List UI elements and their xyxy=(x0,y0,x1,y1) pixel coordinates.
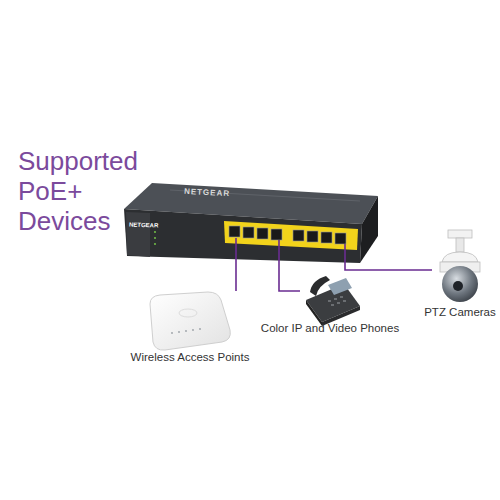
ptz-camera-icon xyxy=(440,230,480,302)
port-lead xyxy=(236,238,345,262)
device-label: Wireless Access Points xyxy=(105,351,275,363)
access-point-node: Wireless Access Points xyxy=(140,291,234,351)
connector-line xyxy=(279,262,300,291)
device-label: PTZ Cameras xyxy=(375,306,500,318)
brand-name: NETGEAR xyxy=(129,221,159,228)
connector-line xyxy=(345,262,432,270)
switch-node: NETGEAR xyxy=(122,182,380,262)
brand-name: NETGEAR xyxy=(184,187,231,198)
connector-line xyxy=(235,262,237,291)
ip-phone-icon xyxy=(306,276,360,326)
access-point-icon xyxy=(150,292,230,350)
camera-node: PTZ Cameras xyxy=(432,228,488,306)
device-label: Color IP and Video Phones xyxy=(245,322,415,334)
switch-body xyxy=(124,183,378,263)
phone-node: Color IP and Video Phones xyxy=(300,270,362,328)
